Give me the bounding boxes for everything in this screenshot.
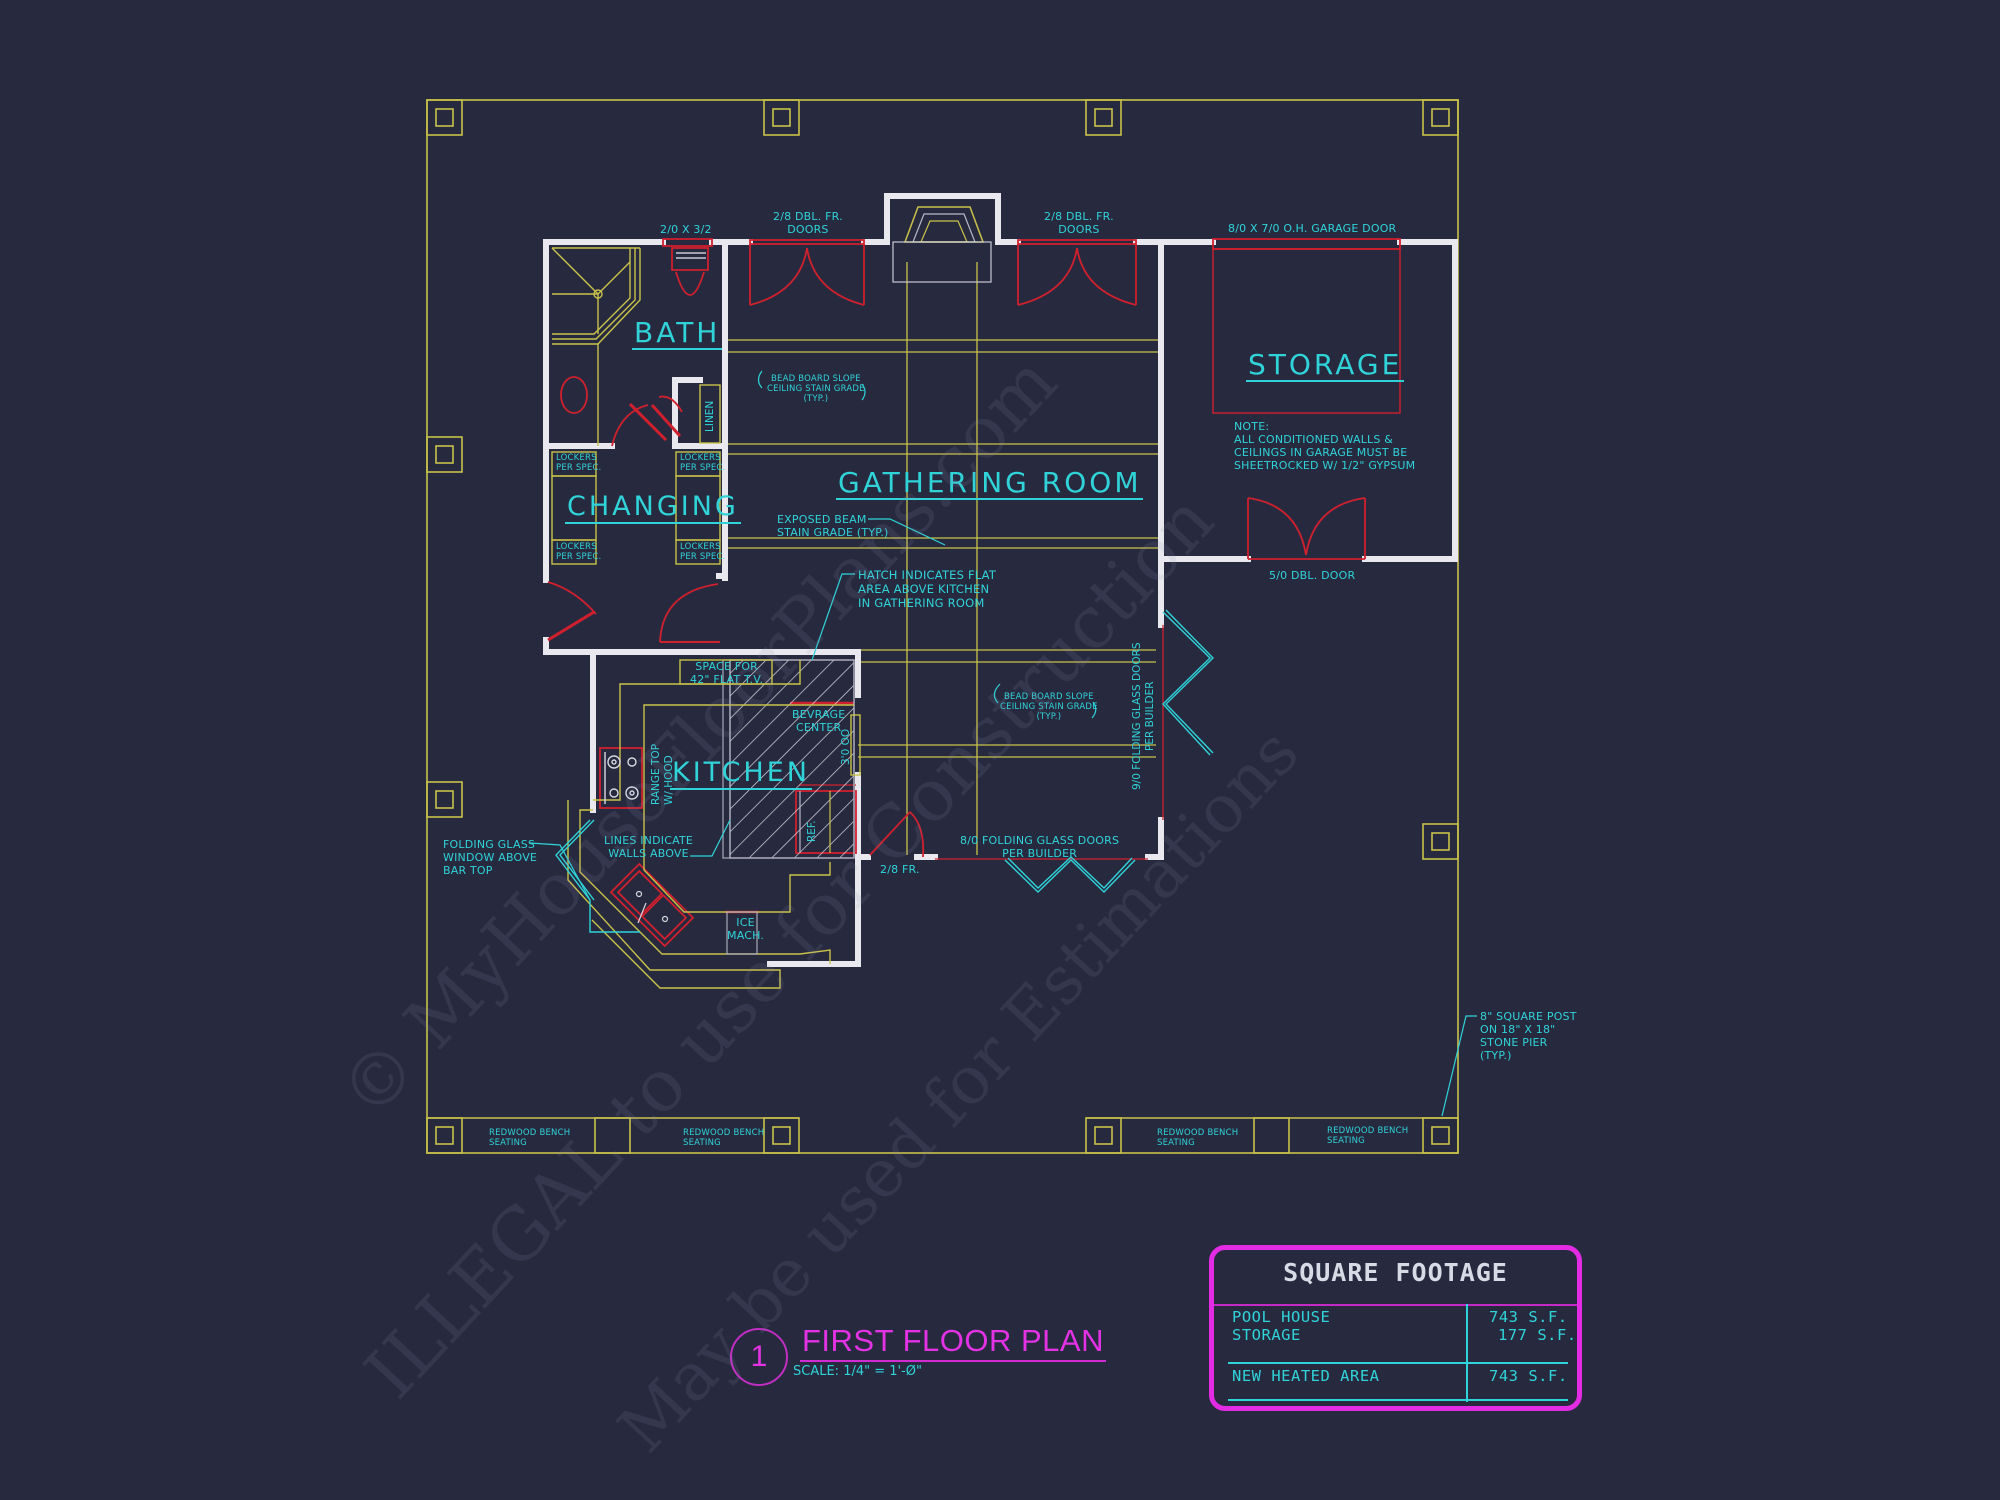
- storage-note: NOTE: ALL CONDITIONED WALLS & CEILINGS I…: [1234, 420, 1416, 472]
- label-garage-door: 8/0 X 7/0 O.H. GARAGE DOOR: [1228, 222, 1397, 235]
- kitchen-layout: [555, 659, 861, 989]
- label-tv-space: SPACE FOR 42" FLAT T.V.: [690, 660, 764, 686]
- label-bench-2: REDWOOD BENCH SEATING: [683, 1128, 765, 1148]
- divider: [1214, 1304, 1577, 1306]
- label-bench-4: REDWOOD BENCH SEATING: [1327, 1126, 1409, 1146]
- drawing-title: FIRST FLOOR PLAN: [800, 1323, 1106, 1362]
- room-label-storage: STORAGE: [1246, 348, 1405, 382]
- square-footage-heading: SQUARE FOOTAGE: [1283, 1258, 1508, 1287]
- note-folding-window: FOLDING GLASS WINDOW ABOVE BAR TOP: [443, 838, 538, 877]
- label-bath-window: 2/0 X 3/2: [660, 223, 712, 236]
- sf-row-label: STORAGE: [1232, 1326, 1301, 1344]
- note-lines-walls-above: LINES INDICATE WALLS ABOVE: [604, 834, 694, 860]
- bath-fixtures: [551, 247, 721, 565]
- note-square-post: 8" SQUARE POST ON 18" X 18" STONE PIER (…: [1480, 1010, 1577, 1062]
- room-label-bath: BATH: [632, 316, 723, 350]
- note-hatch: HATCH INDICATES FLAT AREA ABOVE KITCHEN …: [858, 568, 997, 610]
- label-lockers-2: LOCKERS PER SPEC.: [680, 453, 726, 473]
- note-bead-board-2: BEAD BOARD SLOPE CEILING STAIN GRADE (TY…: [1000, 692, 1098, 722]
- detail-number-bubble: 1: [730, 1328, 788, 1386]
- label-ref: REF.: [806, 820, 818, 842]
- sf-total-label: NEW HEATED AREA: [1232, 1367, 1380, 1385]
- room-label-gathering: GATHERING ROOM: [836, 466, 1144, 500]
- sf-row-value: 177 S.F.: [1498, 1326, 1577, 1344]
- porch-frame: [426, 99, 1459, 1154]
- divider: [1228, 1399, 1568, 1401]
- label-dbl-fr-doors-right: 2/8 DBL. FR. DOORS: [1044, 210, 1114, 236]
- sf-row-value: 743 S.F.: [1489, 1308, 1568, 1326]
- label-ice-machine: ICE MACH.: [727, 916, 765, 942]
- ceiling-beam-lines: [727, 262, 1160, 855]
- note-exposed-beam: EXPOSED BEAM STAIN GRADE (TYP.): [777, 513, 889, 539]
- room-label-kitchen: KITCHEN: [670, 757, 812, 790]
- sf-row-label: POOL HOUSE: [1232, 1308, 1331, 1326]
- folding-glass-doors: [1004, 609, 1214, 893]
- label-lockers-4: LOCKERS PER SPEC.: [680, 542, 726, 562]
- label-dbl-fr-doors-left: 2/8 DBL. FR. DOORS: [773, 210, 843, 236]
- divider: [1228, 1362, 1568, 1364]
- label-bench-1: REDWOOD BENCH SEATING: [489, 1128, 571, 1148]
- drawing-scale: SCALE: 1/4" = 1'-Ø": [793, 1364, 922, 1379]
- label-folding-doors-90: 9/0 FOLDING GLASS DOORS PER BUILDER: [1131, 642, 1156, 790]
- detail-number: 1: [750, 1340, 768, 1373]
- fireplace: [892, 206, 992, 283]
- leader-lines: [529, 370, 1477, 1117]
- label-opening-30: 3'0 OO: [840, 728, 852, 765]
- label-lockers-1: LOCKERS PER SPEC.: [556, 453, 602, 473]
- label-folding-doors-80: 8/0 FOLDING GLASS DOORS PER BUILDER: [960, 834, 1120, 860]
- divider: [1466, 1304, 1468, 1402]
- label-fr-door-28: 2/8 FR.: [880, 863, 920, 876]
- bench-seating: [427, 1117, 1458, 1154]
- room-label-changing: CHANGING: [565, 491, 741, 524]
- stone-pier-posts: [426, 99, 1459, 1154]
- label-beverage-center: BEVRAGE CENTER: [792, 708, 846, 734]
- sf-total-value: 743 S.F.: [1489, 1367, 1568, 1385]
- walls: [543, 193, 1458, 967]
- label-bench-3: REDWOOD BENCH SEATING: [1157, 1128, 1239, 1148]
- note-bead-board-1: BEAD BOARD SLOPE CEILING STAIN GRADE (TY…: [767, 374, 865, 404]
- label-linen: LINEN: [704, 400, 716, 432]
- label-lockers-3: LOCKERS PER SPEC.: [556, 542, 602, 562]
- square-footage-table: SQUARE FOOTAGE POOL HOUSE 743 S.F. STORA…: [1209, 1245, 1582, 1411]
- label-storage-dbl-door: 5/0 DBL. DOOR: [1269, 569, 1356, 582]
